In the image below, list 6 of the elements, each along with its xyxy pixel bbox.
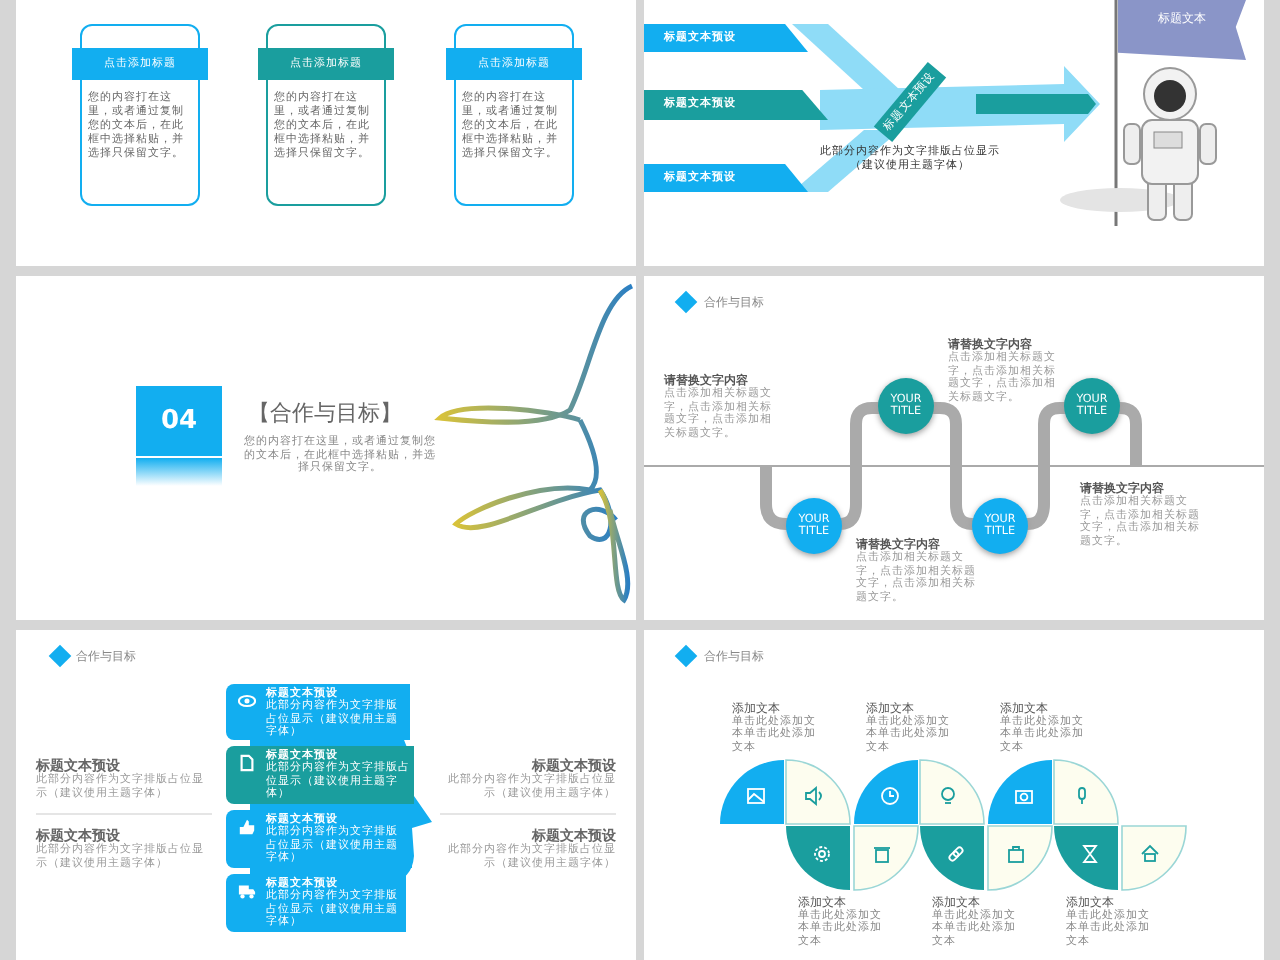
head-band: [226, 874, 406, 932]
head-band: [226, 746, 414, 804]
head-band: [226, 684, 410, 740]
head-band: [226, 810, 412, 868]
section-title: 【合作与目标】: [248, 398, 404, 428]
number-box: 04: [136, 386, 222, 456]
